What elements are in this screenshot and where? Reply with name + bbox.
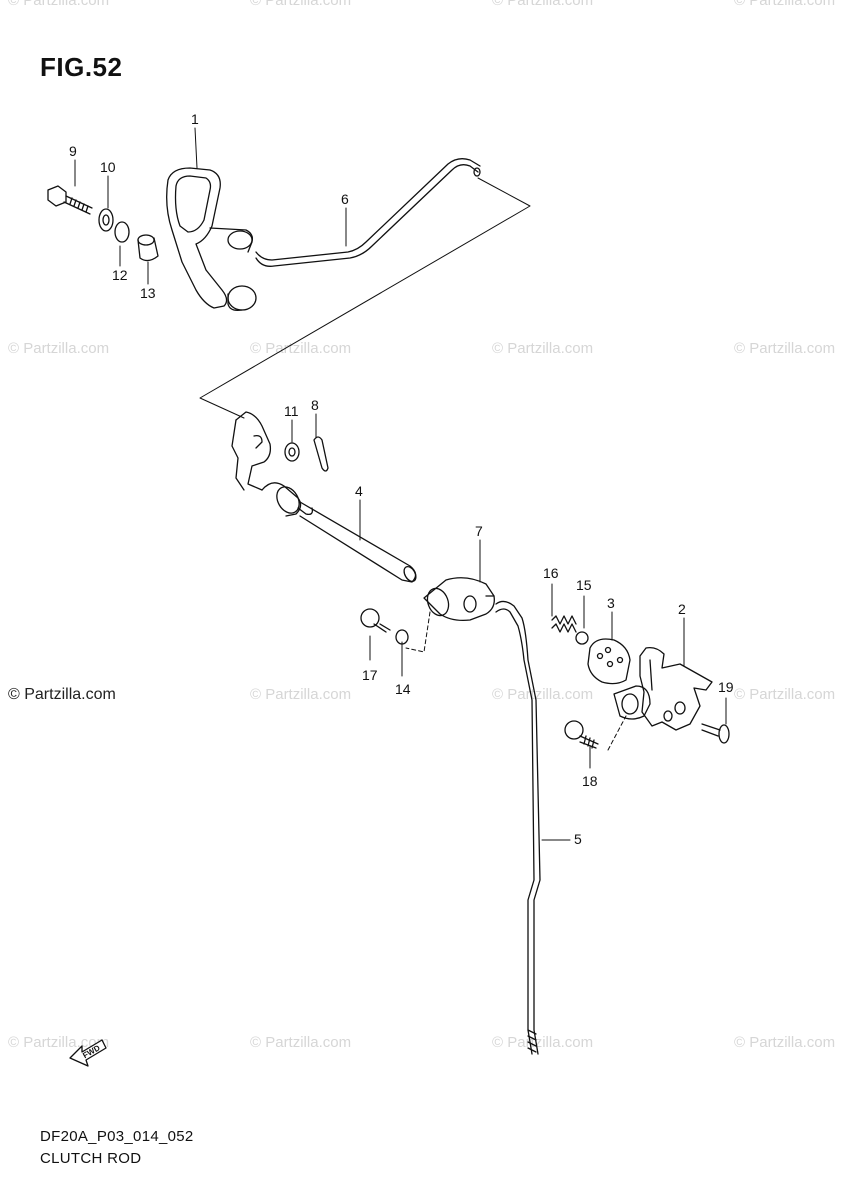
- callout-5: 5: [574, 831, 582, 847]
- part-13-bushing: [137, 234, 159, 262]
- part-2-bracket: [613, 646, 713, 731]
- part-11-washer: [284, 442, 300, 462]
- callout-16: 16: [543, 565, 559, 581]
- watermark: © Partzilla.com: [492, 0, 594, 9]
- callout-19: 19: [718, 679, 734, 695]
- callout-9: 9: [69, 143, 77, 159]
- callout-6: 6: [341, 191, 349, 207]
- part-12-oring: [114, 221, 130, 243]
- watermark: © Partzilla.com: [734, 686, 836, 703]
- figure-title: FIG.52: [40, 52, 123, 82]
- watermark: © Partzilla.com: [492, 1034, 594, 1051]
- part-19-screw: [701, 723, 730, 744]
- part-16-spring: [551, 615, 577, 633]
- watermark: © Partzilla.com: [250, 340, 352, 357]
- watermark: © Partzilla.com: [492, 340, 594, 357]
- watermark: © Partzilla.com: [492, 686, 594, 703]
- callout-4: 4: [355, 483, 363, 499]
- part-1-clutch-lever: [166, 167, 257, 312]
- callout-11: 11: [284, 403, 299, 419]
- callout-3: 3: [607, 595, 615, 611]
- diagram-code: DF20A_P03_014_052: [40, 1128, 194, 1145]
- callout-13: 13: [140, 285, 156, 301]
- callout-7: 7: [475, 523, 483, 539]
- callout-8: 8: [311, 397, 319, 413]
- callout-15: 15: [576, 577, 592, 593]
- watermark: © Partzilla.com: [8, 340, 110, 357]
- callout-17: 17: [362, 667, 378, 683]
- callout-2: 2: [678, 601, 686, 617]
- part-5-clutch-rod: [495, 600, 541, 1055]
- callout-1: 1: [191, 111, 199, 127]
- watermark: © Partzilla.com: [250, 0, 352, 9]
- part-4-shift-shaft: [231, 411, 417, 583]
- callout-18: 18: [582, 773, 598, 789]
- watermark: © Partzilla.com: [250, 1034, 352, 1051]
- watermark: © Partzilla.com: [734, 0, 836, 9]
- part-18-bolt: [564, 720, 599, 749]
- watermark: © Partzilla.com: [734, 1034, 836, 1051]
- callout-14: 14: [395, 681, 411, 697]
- watermark: © Partzilla.com: [8, 1034, 110, 1051]
- part-14-washer: [395, 629, 409, 645]
- part-7-rod-joint: [423, 577, 495, 622]
- watermark: © Partzilla.com: [8, 0, 110, 9]
- watermark: © Partzilla.com: [734, 340, 836, 357]
- part-8-cotter-pin: [313, 436, 329, 472]
- fwd-arrow-icon: [69, 1039, 107, 1067]
- part-6-link-rod: [255, 158, 481, 267]
- watermark-dark: © Partzilla.com: [8, 686, 116, 703]
- callout-10: 10: [100, 159, 116, 175]
- part-9-bolt: [47, 185, 93, 215]
- part-3-cam: [587, 638, 631, 685]
- part-10-washer: [98, 208, 114, 232]
- part-15-ball: [575, 631, 589, 645]
- callout-12: 12: [112, 267, 128, 283]
- watermark: © Partzilla.com: [250, 686, 352, 703]
- part-17-bolt: [360, 608, 391, 633]
- diagram-name: CLUTCH ROD: [40, 1150, 142, 1167]
